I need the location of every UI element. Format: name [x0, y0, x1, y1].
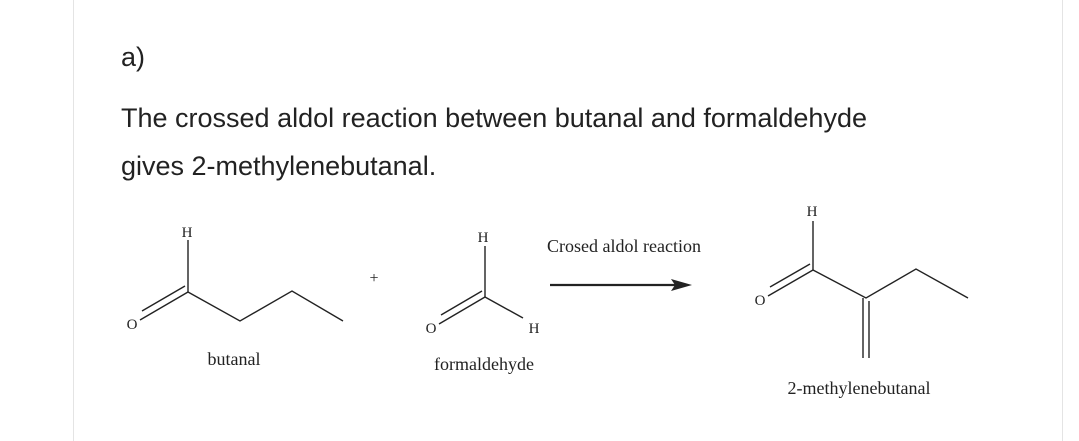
arrow-head-icon: [671, 279, 692, 291]
formaldehyde-h-atom-top: H: [478, 230, 489, 246]
description: The crossed aldol reaction between butan…: [121, 94, 1021, 190]
part-label: a): [121, 42, 146, 72]
description-line-1: The crossed aldol reaction between butan…: [121, 103, 867, 133]
product-label: 2-methylenebutanal: [788, 378, 931, 398]
arrow-label: Crosed aldol reaction: [547, 236, 701, 256]
product-o-atom: O: [755, 293, 766, 309]
butanal-h-atom: H: [182, 225, 193, 241]
plus-sign: +: [369, 270, 378, 287]
butanal-label: butanal: [208, 349, 261, 369]
product-structure: H O 2-methylenebutanal: [755, 204, 969, 398]
product-h-atom: H: [807, 204, 818, 220]
butanal-structure: H O butanal: [127, 225, 344, 369]
reaction-arrow: Crosed aldol reaction: [547, 236, 701, 291]
butanal-o-atom: O: [127, 317, 138, 333]
formaldehyde-o-atom: O: [426, 321, 437, 337]
formaldehyde-label: formaldehyde: [434, 354, 534, 374]
description-line-2: gives 2-methylenebutanal.: [121, 151, 437, 181]
formaldehyde-structure: H H O formaldehyde: [426, 230, 540, 374]
formaldehyde-h-atom-right: H: [529, 321, 540, 337]
content-card: [73, 0, 1063, 441]
